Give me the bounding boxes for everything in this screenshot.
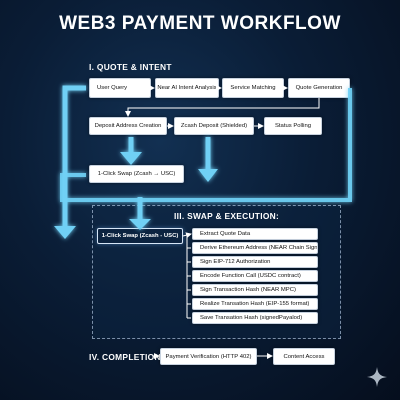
node-sign-transaction-hash: Sign Transaction Hash (NEAR MPC) <box>192 284 318 296</box>
node-quote-generation: Quote Generation <box>288 78 350 98</box>
center-flow-arrowhead <box>120 152 142 165</box>
node-encode-function-call: Encode Function Call (USDC contract) <box>192 270 318 282</box>
node-realize-transaction-hash: Realize Transation Hash (EIP-155 format) <box>192 298 318 310</box>
zcash-flow-arrowhead <box>198 169 218 182</box>
node-save-transaction-hash: Save Transation Hash (signedPayalod) <box>192 312 318 324</box>
node-one-click-swap: 1-Click Swap (Zcash → USC) <box>89 165 184 183</box>
node-derive-ethereum-address: Derive Ethereum Address (NEAR Chain Sign… <box>192 242 318 254</box>
left-flow-arrowhead <box>54 226 76 239</box>
node-zcash-deposit-shielded: Zcash Deposit (Shielded) <box>174 117 254 135</box>
node-sign-eip712-authorization: Sign EIP-712 Authorization <box>192 256 318 268</box>
section-heading-quote-intent: I. QUOTE & INTENT <box>89 62 172 72</box>
node-payment-verification: Payment Verification (HTTP 402) <box>160 348 257 365</box>
node-near-ai-intent-analysis: Near AI Intent Analysis <box>155 78 219 98</box>
swap-flow-arrow <box>60 88 352 202</box>
node-status-polling: Status Polling <box>264 117 322 135</box>
left-flow-arrow <box>62 85 86 226</box>
section-heading-swap-execution: III. SWAP & EXECUTION: <box>174 211 280 221</box>
white-connectors <box>125 85 320 359</box>
section-heading-completion: IV. COMPLETION <box>89 352 161 362</box>
node-extract-quote-data: Extract Quote Data <box>192 228 318 240</box>
node-content-access: Content Access <box>273 348 335 365</box>
node-service-matching: Service Matching <box>222 78 284 98</box>
sparkle-icon <box>367 367 387 387</box>
cyan-flow-arrows <box>54 85 352 239</box>
node-deposit-address-creation: Deposit Address Creation <box>89 117 167 135</box>
connector-quote-to-deposit <box>125 98 320 117</box>
page-title: WEB3 PAYMENT WORKFLOW <box>59 13 341 34</box>
into-panel-arrowhead <box>129 219 151 230</box>
